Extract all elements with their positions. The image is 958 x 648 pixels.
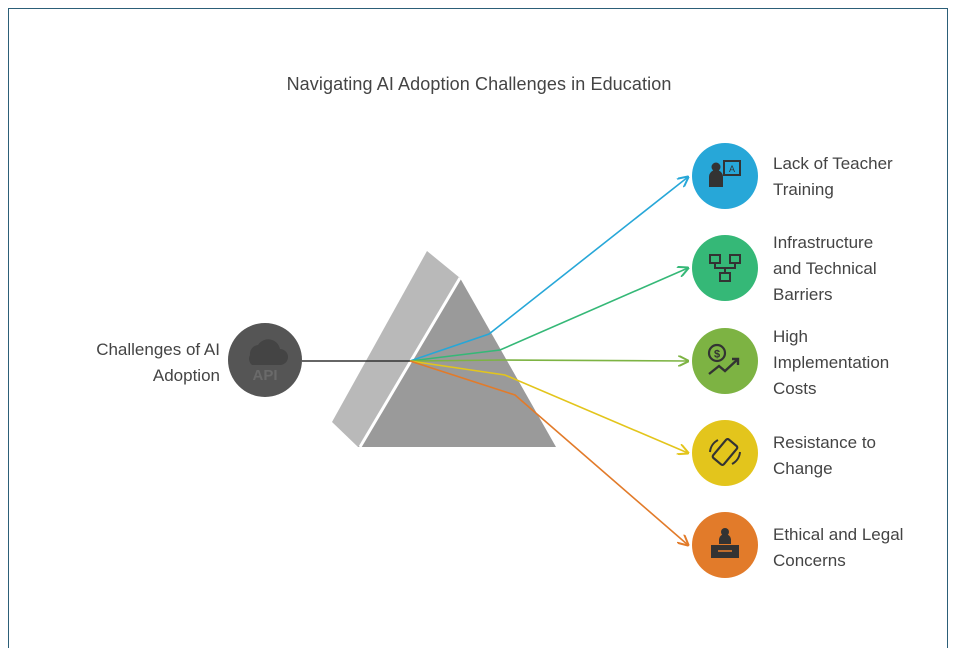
rotate-phone-icon [709,438,741,466]
judge-scale-icon [711,528,739,558]
item-1-line-1: Infrastructure [773,233,874,252]
item-2-line-3: Costs [773,379,817,398]
item-label-resistance: Resistance to Change [773,430,953,482]
item-1-line-2: and Technical [773,259,877,278]
source-label-line-1: Challenges of AI [96,340,220,359]
ray-infrastructure [409,268,688,362]
item-2-line-2: Implementation [773,353,890,372]
network-icon [709,254,741,282]
money-growth-icon: $ [707,343,740,375]
prism-diagram [302,0,958,631]
item-icon-teacher-training: A [692,143,758,209]
ray-costs [409,360,688,361]
ray-teacher-training [409,177,688,362]
ray-resistance [409,360,688,453]
source-label-line-2: Adoption [152,366,220,385]
item-icon-costs: $ [692,328,758,394]
item-label-ethical-legal: Ethical and Legal Concerns [773,522,953,574]
svg-text:A: A [729,164,735,174]
cloud-api-icon: API [249,339,288,384]
prism-edge [358,277,462,448]
item-4-line-2: Concerns [773,551,846,570]
prism-front-face [358,278,556,447]
api-text: API [252,367,277,384]
teacher-board-icon: A [709,160,741,187]
source-label: Challenges of AI Adoption [96,337,220,389]
item-2-line-1: High [773,327,808,346]
diagram-frame [8,8,948,648]
item-icon-infrastructure [692,235,758,301]
item-1-line-3: Barriers [773,285,833,304]
diagram-title: Navigating AI Adoption Challenges in Edu… [286,74,672,94]
svg-text:$: $ [714,349,720,361]
prism-side-face [332,251,460,447]
item-label-costs: High Implementation Costs [773,324,953,402]
item-4-line-1: Ethical and Legal [773,525,904,544]
item-label-infrastructure: Infrastructure and Technical Barriers [773,230,953,308]
ray-ethical-legal [409,360,688,545]
item-icon-ethical-legal [692,512,758,578]
item-icon-resistance [692,420,758,486]
source-icon: API [228,323,302,397]
item-3-line-1: Resistance to [773,433,876,452]
item-0-line-2: Training [773,180,834,199]
item-0-line-1: Lack of Teacher [773,154,893,173]
item-3-line-2: Change [773,459,833,478]
item-label-teacher-training: Lack of Teacher Training [773,151,953,203]
